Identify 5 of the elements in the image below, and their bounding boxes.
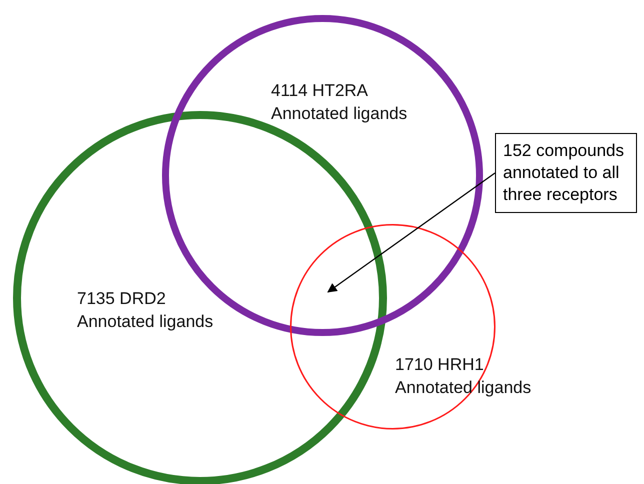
callout-text: 152 compounds annotated to all three receptors (503, 140, 625, 206)
set-label: 1710 HRH1 Annotated ligands (395, 354, 532, 399)
set-label: 7135 DRD2 Annotated ligands (77, 288, 214, 333)
callout-box (495, 133, 637, 213)
set-label: 4114 HT2RA Annotated ligands (271, 80, 408, 125)
